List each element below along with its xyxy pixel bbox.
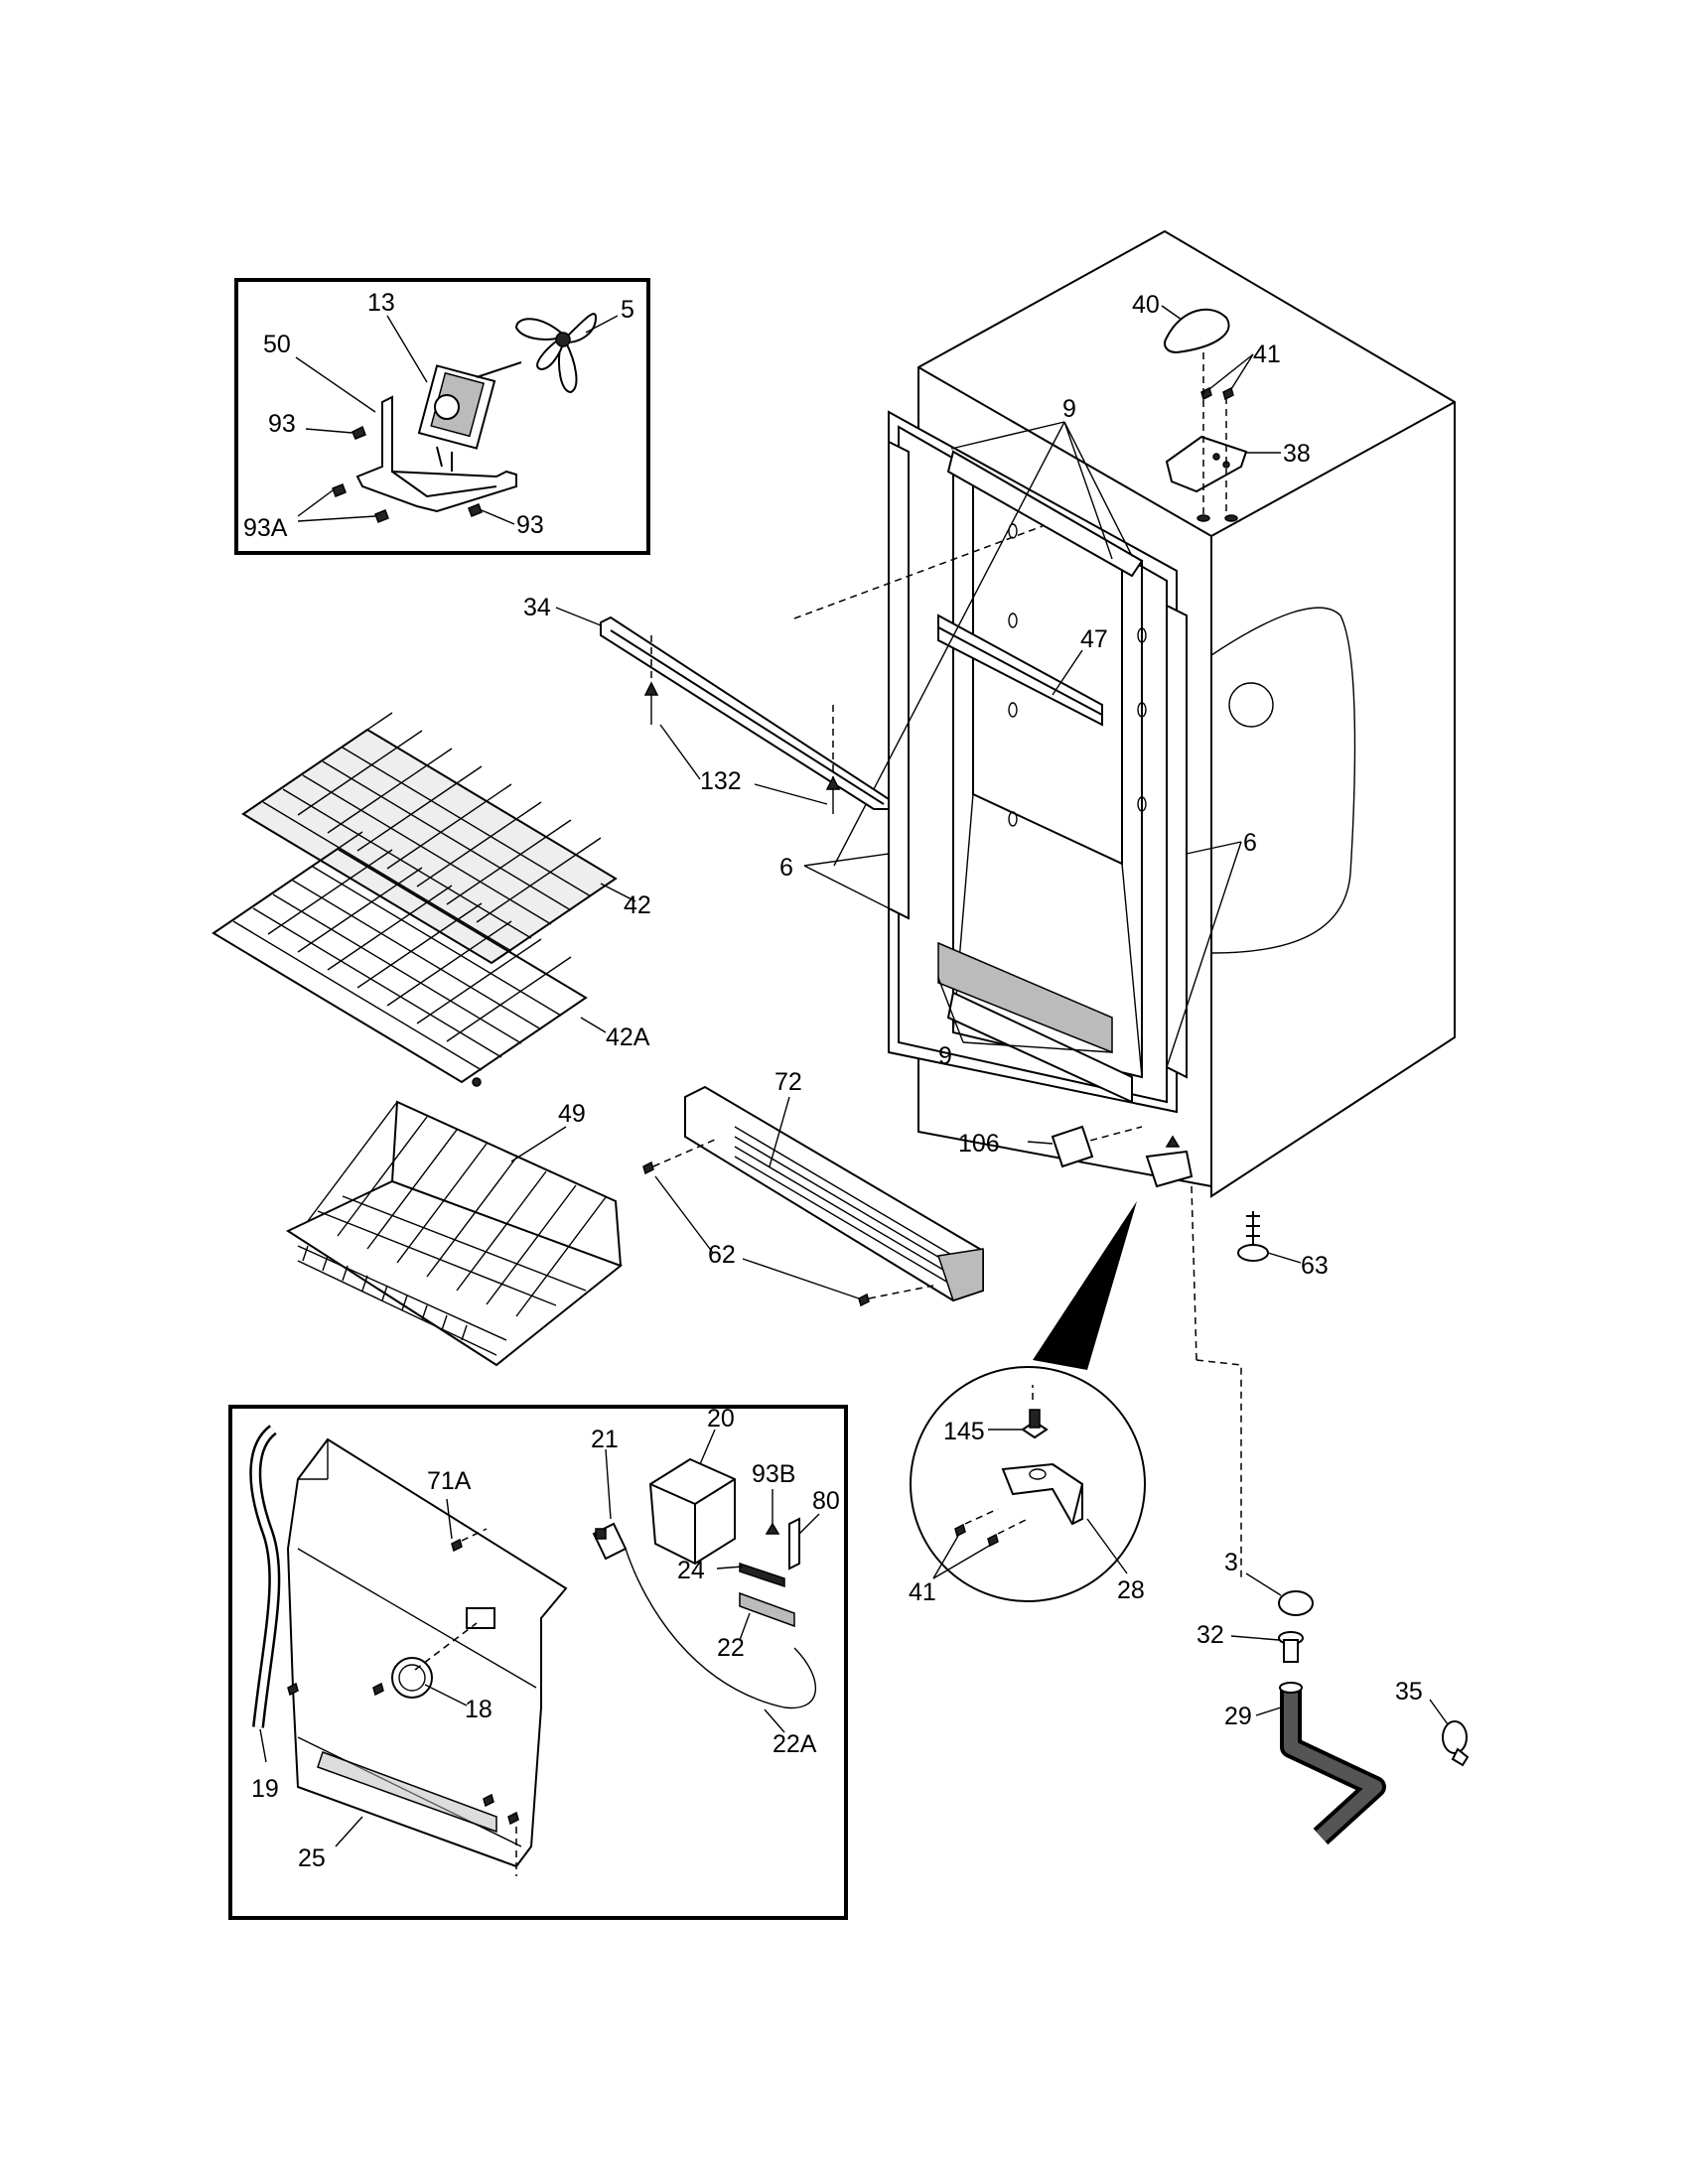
tube-19: 19 (249, 1425, 281, 1803)
label-34: 34 (523, 594, 551, 621)
drain-hose-icon: 29 (1224, 1682, 1386, 1845)
hinge-detail: 145 41 28 (909, 1201, 1146, 1606)
label-80: 80 (812, 1487, 840, 1515)
label-42: 42 (624, 891, 651, 919)
label-6-left: 6 (779, 854, 793, 882)
pad-106: 106 (958, 1125, 1094, 1168)
label-41-top: 41 (1253, 341, 1281, 368)
fan-motor-icon (417, 361, 522, 472)
drain-plug-3: 3 (1224, 1549, 1314, 1616)
screws-41-top (1200, 386, 1234, 401)
inset-frame-bottom (228, 1405, 848, 1920)
label-93B: 93B (752, 1460, 795, 1488)
shroud-20: 20 (648, 1405, 736, 1566)
label-5: 5 (621, 296, 634, 324)
wire-shelf-42A: 42A (211, 831, 650, 1087)
screw-93B: 93B (752, 1460, 795, 1535)
toe-grille-72: 72 62 (642, 1068, 984, 1307)
screw-93-upper (352, 425, 366, 440)
label-6-right: 6 (1243, 829, 1257, 857)
label-71A: 71A (427, 1467, 472, 1495)
wire-shelf-42: 42 (241, 712, 651, 965)
freezer-cabinet: 40 41 9 38 47 6 6 9 63 (779, 229, 1456, 1578)
fan-motor-inset: 13 5 50 93 93A 93 (234, 278, 650, 555)
label-145: 145 (943, 1418, 985, 1445)
evaporator-cover-inset: 19 25 71A 18 (228, 1405, 848, 1920)
bracket-80: 80 (788, 1487, 840, 1570)
label-42A: 42A (606, 1024, 650, 1051)
label-29: 29 (1224, 1703, 1252, 1730)
label-93-upper: 93 (268, 410, 296, 438)
label-132: 132 (700, 767, 742, 795)
label-72: 72 (774, 1068, 802, 1096)
label-28: 28 (1117, 1576, 1145, 1604)
clamp-35: 35 (1395, 1678, 1470, 1767)
label-24: 24 (677, 1557, 705, 1584)
shelf-rail-34: 34 132 (523, 594, 890, 814)
hinge-icon (1001, 1462, 1084, 1526)
label-41-detail: 41 (909, 1578, 936, 1606)
label-63: 63 (1301, 1252, 1329, 1280)
label-62: 62 (708, 1241, 736, 1269)
label-19: 19 (251, 1775, 279, 1803)
label-21: 21 (591, 1426, 619, 1453)
wire-basket-49: 49 (285, 1100, 624, 1367)
label-32: 32 (1196, 1621, 1224, 1649)
screw-93A-right (374, 509, 389, 523)
label-49: 49 (558, 1100, 586, 1128)
evaporator-cover-25: 25 71A 18 (286, 1437, 568, 1876)
label-13: 13 (367, 289, 395, 317)
label-47: 47 (1080, 625, 1108, 653)
label-93A: 93A (243, 514, 288, 542)
label-106: 106 (958, 1130, 1000, 1158)
label-25: 25 (298, 1844, 326, 1872)
screw-93A-left (332, 483, 347, 497)
label-9-bottom: 9 (938, 1042, 952, 1070)
inset-frame-top (234, 278, 650, 555)
thermostat-21: 21 22A (591, 1426, 817, 1758)
clip-24: 24 (677, 1557, 785, 1588)
label-93-lower: 93 (516, 511, 544, 539)
label-18: 18 (465, 1696, 492, 1723)
motor-bracket (355, 395, 517, 513)
label-38: 38 (1283, 440, 1311, 468)
label-50: 50 (263, 331, 291, 358)
hinge-cover-40 (1164, 308, 1230, 354)
label-3: 3 (1224, 1549, 1238, 1576)
grommet-32: 32 (1196, 1621, 1304, 1663)
fan-blade-icon (514, 313, 598, 394)
heater-22: 22 (717, 1591, 795, 1662)
leveler-63 (1237, 1211, 1269, 1262)
label-22: 22 (717, 1634, 745, 1662)
screw-93-lower (468, 503, 483, 517)
label-20: 20 (707, 1405, 735, 1433)
label-40: 40 (1132, 291, 1160, 319)
label-22A: 22A (773, 1730, 817, 1758)
hinge-pin-145 (1021, 1409, 1049, 1439)
label-9-top: 9 (1062, 395, 1076, 423)
label-35: 35 (1395, 1678, 1423, 1706)
